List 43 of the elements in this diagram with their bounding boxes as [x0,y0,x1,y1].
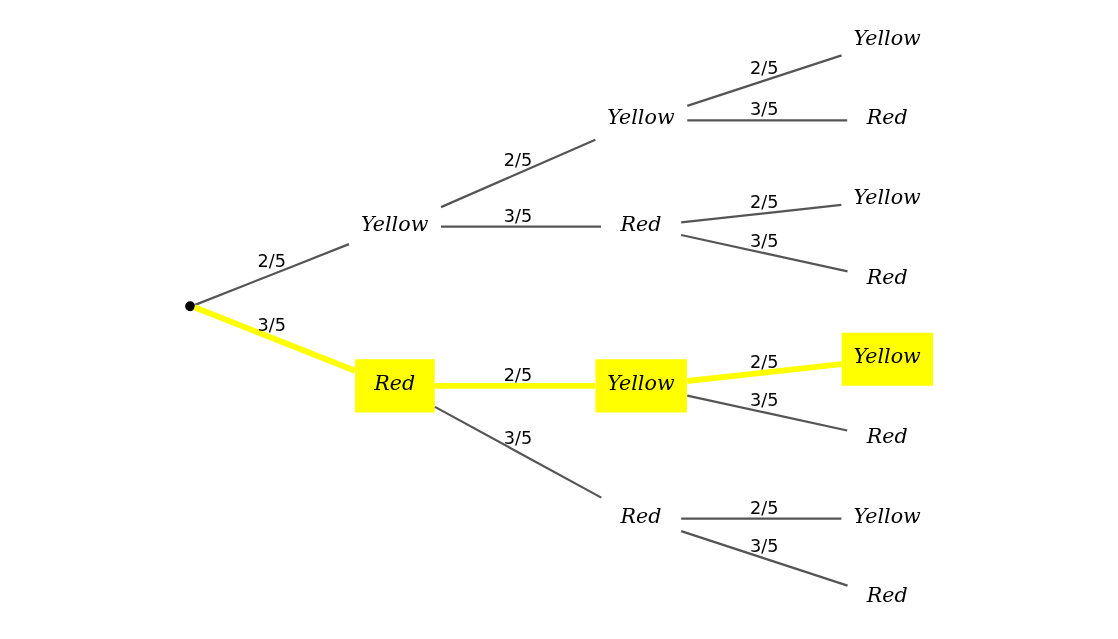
connector [680,233,848,273]
node-text: Red [866,105,908,130]
connector [193,243,349,307]
node-text: Red [620,211,661,236]
node-text: Yellow [852,25,921,50]
node-text: Yellow [360,211,428,236]
node-text: Yellow [852,503,921,528]
edge-label: 2/5 [749,58,779,79]
connector [686,54,842,107]
node-box: Yellow [594,359,687,413]
connector [686,361,842,384]
node-box: Yellow [841,332,933,386]
edge-label: 3/5 [749,389,779,410]
node-point [184,301,195,312]
edge-label: 2/5 [749,351,779,372]
node-text: Red [866,423,908,448]
edge-label: 2/5 [749,192,779,213]
node-text: Red [866,264,908,289]
edge-label: 3/5 [503,428,532,449]
edge-label: 3/5 [749,230,779,251]
edge-label: 2/5 [503,149,532,170]
connector [440,138,596,209]
node-text: Red [620,503,661,528]
node-text: Yellow [852,185,921,210]
node-text: Red [866,583,908,608]
edge-label: 3/5 [503,205,532,226]
edge-label: 2/5 [257,251,286,272]
edge-label: 2/5 [503,364,532,385]
connector [680,203,841,224]
node-box: Red [354,359,435,413]
connector [440,225,601,228]
edge-label: 3/5 [749,99,779,120]
connector [680,517,841,520]
connector [680,530,848,587]
edge-label: 2/5 [749,497,779,518]
edge-label: 3/5 [257,314,286,335]
connector [686,119,847,122]
node-text: Yellow [606,105,675,130]
edge-label: 3/5 [749,535,779,556]
connector [433,405,602,499]
connector [686,394,847,432]
connector [192,304,356,374]
connector [434,382,595,389]
